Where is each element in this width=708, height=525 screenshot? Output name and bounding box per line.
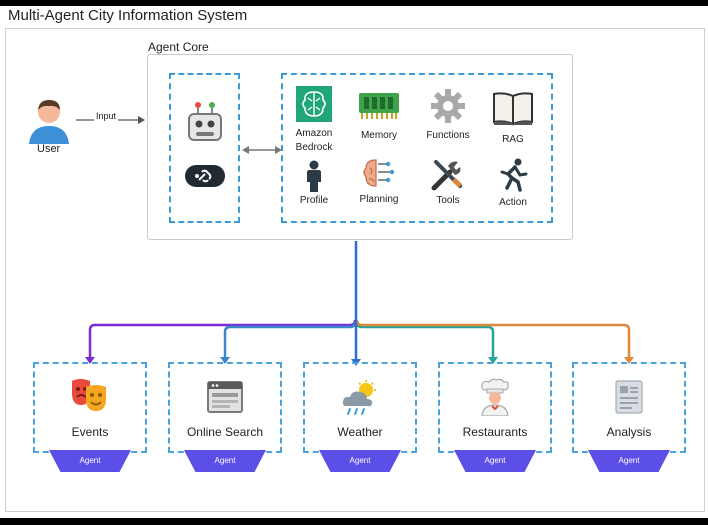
runner-icon (500, 158, 528, 192)
brain-icon (363, 159, 395, 187)
cloud-sun-icon (342, 380, 376, 415)
robot-icon (188, 102, 222, 141)
capability-label-profile: Profile (299, 195, 329, 206)
agent-robot-panel (169, 73, 240, 223)
capability-label-action: Action (499, 197, 527, 208)
memory-chip-icon (359, 93, 399, 119)
capability-label-rag: RAG (502, 134, 524, 145)
theater-masks-icon (72, 379, 106, 411)
agent-core-box (147, 54, 573, 240)
user-avatar-icon (29, 100, 69, 144)
outer-frame (5, 28, 705, 512)
document-icon (615, 380, 643, 414)
capabilities-panel (281, 73, 553, 223)
browser-window-icon (207, 381, 243, 413)
diagram-title: Multi-Agent City Information System (8, 7, 248, 24)
agent-label-weather: Weather (337, 425, 383, 439)
input-label: Input (94, 111, 119, 121)
user-label: User (37, 143, 61, 155)
capability-label-functions: Functions (426, 130, 470, 141)
person-icon (307, 160, 321, 192)
capability-label-memory: Memory (360, 130, 398, 141)
agent-label-analysis: Analysis (606, 425, 652, 439)
tools-icon (431, 160, 462, 191)
agent-badge-online-search: Agent (184, 450, 266, 472)
bidirectional-arrow (242, 146, 282, 154)
chef-icon (481, 378, 509, 416)
agent-badge-restaurants: Agent (454, 450, 536, 472)
agent-label-online-search: Online Search (186, 425, 264, 439)
link-badge-icon (185, 165, 225, 187)
capability-label-tools: Tools (436, 195, 460, 206)
agent-label-events: Events (71, 425, 109, 439)
agent-label-restaurants: Restaurants (462, 425, 528, 439)
capability-label-planning: Planning (359, 194, 399, 205)
capability-label-bedrock: Amazon Bedrock (295, 128, 333, 153)
agent-badge-analysis: Agent (588, 450, 670, 472)
gear-icon (431, 89, 465, 123)
diagram-canvas (0, 6, 708, 518)
bedrock-brain-icon (296, 86, 332, 122)
book-icon (493, 92, 533, 126)
agent-core-label: Agent Core (148, 40, 209, 54)
agent-badge-weather: Agent (319, 450, 401, 472)
agent-badge-events: Agent (49, 450, 131, 472)
